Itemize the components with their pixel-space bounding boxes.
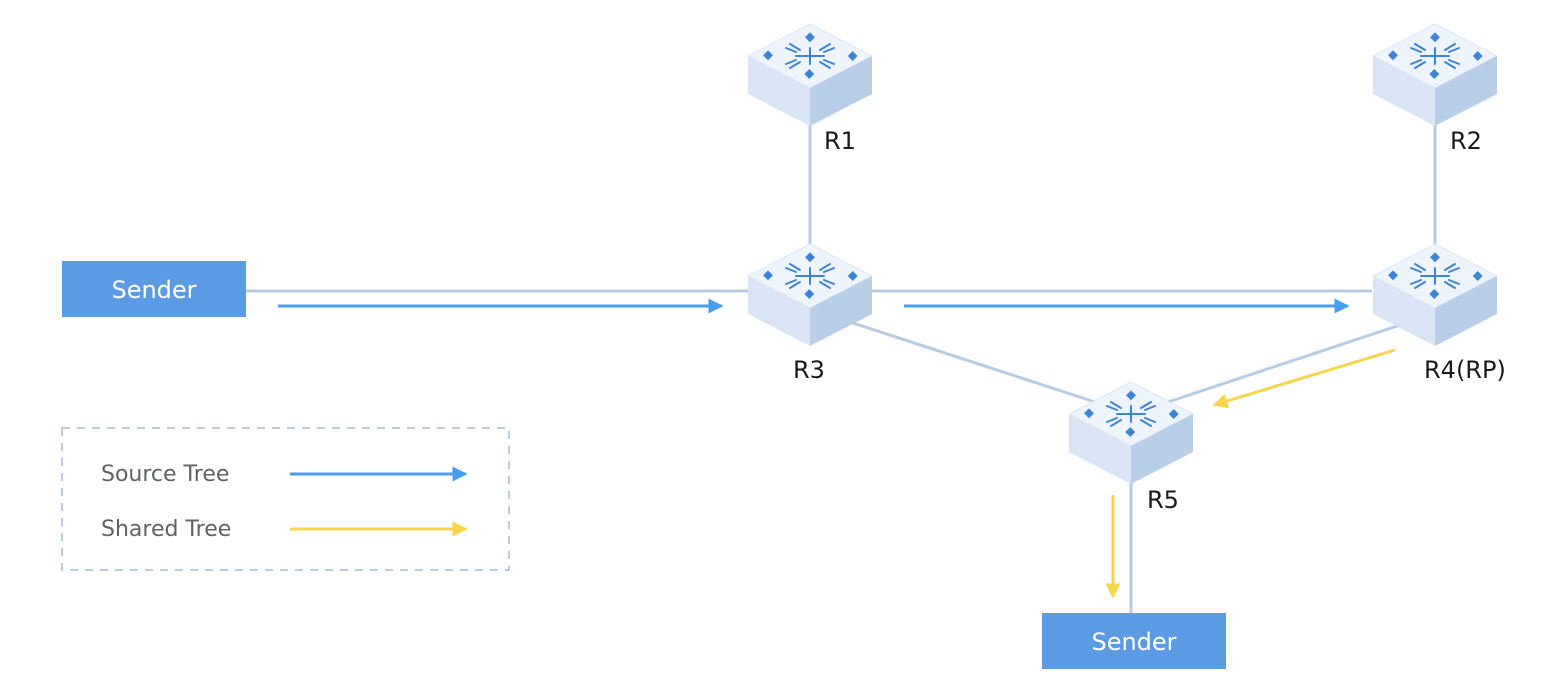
flows <box>278 298 1396 599</box>
legend-border <box>61 427 510 571</box>
sender-left[interactable]: Sender <box>62 261 246 317</box>
router-r5-label: R5 <box>1147 486 1179 514</box>
links <box>246 125 1437 613</box>
sender-bottom-box <box>1042 613 1226 669</box>
router-r5[interactable] <box>1068 381 1194 485</box>
sender-left-box <box>62 261 246 317</box>
router-icon <box>1372 243 1498 347</box>
router-r2[interactable] <box>1372 23 1498 127</box>
router-r2-label: R2 <box>1450 127 1482 155</box>
link-r3-r5 <box>849 320 1099 405</box>
link-r4-r5 <box>1164 323 1401 405</box>
router-icon <box>1372 23 1498 127</box>
legend-shared-tree-label: Shared Tree <box>101 517 231 542</box>
router-r3[interactable] <box>747 243 873 347</box>
router-icon <box>747 23 873 127</box>
router-icon <box>1068 381 1194 485</box>
legend-source-tree-label: Source Tree <box>101 462 229 487</box>
router-r4-label: R4(RP) <box>1424 356 1506 384</box>
sender-left-label: Sender <box>111 276 196 304</box>
router-icon <box>747 243 873 347</box>
router-r4[interactable] <box>1372 243 1498 347</box>
router-r1-label: R1 <box>824 127 856 155</box>
legend: Source Tree Shared Tree <box>61 427 510 571</box>
router-r1[interactable] <box>747 23 873 127</box>
sender-bottom[interactable]: Sender <box>1042 613 1226 669</box>
shared-tree-arrow-r4-r5 <box>1212 348 1396 409</box>
sender-bottom-label: Sender <box>1091 628 1176 656</box>
router-r3-label: R3 <box>793 356 825 384</box>
